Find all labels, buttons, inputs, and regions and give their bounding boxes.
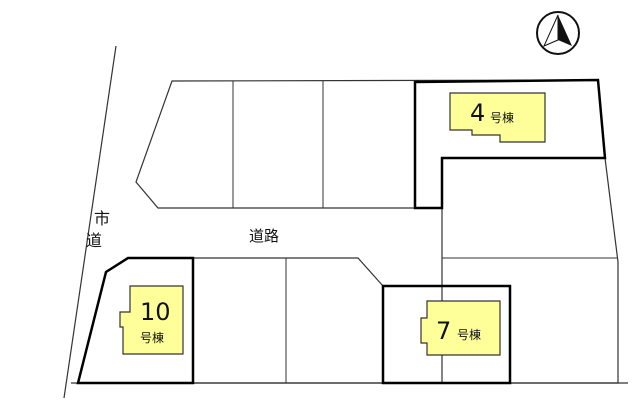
building-4-footprint[interactable]: [449, 92, 546, 143]
city-road-label-char-1: 市: [94, 209, 110, 228]
south-lot-block: [192, 257, 384, 384]
road-label: 道路: [249, 227, 279, 245]
building-10-footprint[interactable]: [119, 285, 184, 355]
lot-building-4[interactable]: [413, 78, 607, 210]
building-10-number: 10: [140, 298, 171, 326]
lot-building-7[interactable]: [381, 284, 512, 385]
building-7-footprint[interactable]: [420, 300, 501, 356]
lot-building-10[interactable]: [76, 256, 195, 385]
building-7-number: 7: [436, 317, 451, 345]
city-road-edge-left: [63, 45, 117, 399]
building-4-number: 4: [470, 99, 485, 127]
building-7-suffix: 号棟: [457, 327, 481, 342]
building-10-suffix: 号棟: [140, 330, 164, 345]
building-4-suffix: 号棟: [490, 110, 514, 125]
north-arrow-icon: [536, 11, 580, 55]
city-road-label-char-2: 道: [86, 231, 102, 250]
